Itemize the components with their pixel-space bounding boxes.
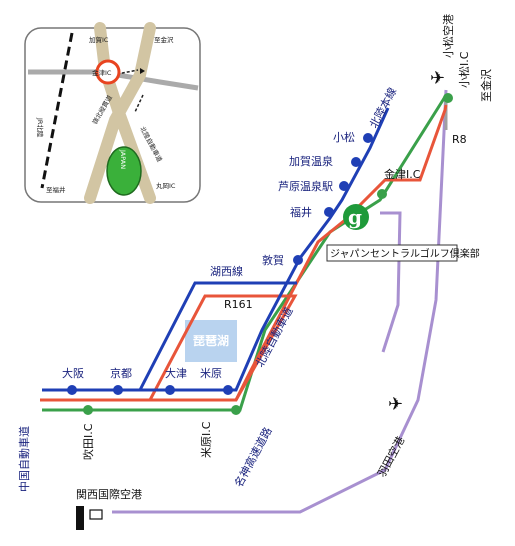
ic-dot-suita bbox=[83, 405, 93, 415]
station-label-otsu: 大津 bbox=[165, 366, 187, 380]
ic-label-suita: 吹田I.C bbox=[82, 423, 95, 460]
svg-text:g: g bbox=[348, 205, 362, 229]
station-label-komatsu: 小松 bbox=[333, 130, 355, 144]
building-icon-kansai bbox=[76, 506, 103, 530]
station-dot-maibara bbox=[223, 385, 233, 395]
golf-club-logo: g bbox=[343, 204, 369, 230]
station-label-kaga-onsen: 加賀温泉 bbox=[289, 154, 333, 168]
line-label-chugoku: 中国自動車道 bbox=[17, 426, 31, 492]
lake-biwa-shape bbox=[185, 320, 237, 362]
ic-label-maibara: 米原I.C bbox=[200, 421, 213, 458]
inset-label-jr-hokuriku: JR北陸 bbox=[36, 117, 45, 138]
inset-label-to-kanazawa: 至金沢 bbox=[154, 35, 174, 44]
airport-label-kansai: 関西国際空港 bbox=[76, 487, 142, 501]
road-label-r8: R8 bbox=[452, 133, 467, 146]
station-label-tsuruga: 敦賀 bbox=[262, 253, 284, 267]
inset-map: JAPAN 加賀IC 至金沢 金津IC JR北陸 嶺北縦貫道 北陸自動車道 至福… bbox=[24, 22, 201, 204]
red-road-r161 bbox=[148, 294, 298, 401]
ic-dot-kanazu bbox=[377, 189, 387, 199]
plane-icon-komatsu: ✈ bbox=[430, 68, 445, 89]
airport-label-komatsu: 小松空港 bbox=[441, 14, 455, 58]
station-label-awara-onsen: 芦原温泉駅 bbox=[278, 179, 333, 193]
station-dot-komatsu bbox=[363, 133, 373, 143]
inset-label-kaga-ic: 加賀IC bbox=[89, 35, 109, 44]
station-dot-fukui bbox=[324, 207, 334, 217]
inset-japan-label: JAPAN bbox=[119, 149, 127, 169]
line-label-kosei: 湖西線 bbox=[210, 264, 243, 278]
road-label-to-kanazawa: 至金沢 bbox=[479, 69, 493, 102]
station-label-osaka: 大阪 bbox=[62, 366, 84, 380]
station-dot-osaka bbox=[67, 385, 77, 395]
inset-label-kanazu-ic: 金津IC bbox=[92, 68, 112, 77]
station-dot-tsuruga bbox=[293, 255, 303, 265]
line-label-meishin: 名神高速道路 bbox=[231, 425, 274, 490]
ic-label-komatsu: 小松I.C bbox=[457, 51, 471, 88]
station-label-kyoto: 京都 bbox=[110, 366, 132, 380]
blue-jr-line bbox=[42, 107, 390, 392]
station-label-fukui: 福井 bbox=[290, 205, 312, 219]
station-dot-kyoto bbox=[113, 385, 123, 395]
station-label-maibara: 米原 bbox=[200, 367, 222, 380]
ic-label-kanazu: 金津I.C bbox=[384, 167, 421, 181]
inset-label-maruoka-ic: 丸岡IC bbox=[156, 181, 176, 190]
airport-label-haneda: 羽田空港 bbox=[374, 434, 407, 479]
station-dot-awara bbox=[339, 181, 349, 191]
lake-biwa-label: 琵琶湖 bbox=[193, 333, 229, 348]
ic-dot-komatsu bbox=[443, 93, 453, 103]
blue-kosei-line bbox=[138, 281, 297, 391]
purple-route-branch bbox=[380, 211, 402, 353]
purple-route-line bbox=[112, 89, 448, 514]
station-dot-kaga-onsen bbox=[351, 157, 361, 167]
ic-dot-maibara bbox=[231, 405, 241, 415]
line-label-hokuriku-honsen: 北陸本線 bbox=[366, 85, 399, 130]
inset-golf-oval bbox=[106, 146, 142, 196]
plane-icon-haneda: ✈ bbox=[388, 394, 403, 415]
destination-label: ジャパンセントラルゴルフ倶楽部 bbox=[330, 247, 480, 260]
road-label-r161: R161 bbox=[224, 298, 253, 311]
inset-label-to-fukui: 至福井 bbox=[46, 185, 66, 194]
station-dots bbox=[67, 133, 373, 395]
station-dot-otsu bbox=[165, 385, 175, 395]
destination-box bbox=[326, 244, 458, 262]
